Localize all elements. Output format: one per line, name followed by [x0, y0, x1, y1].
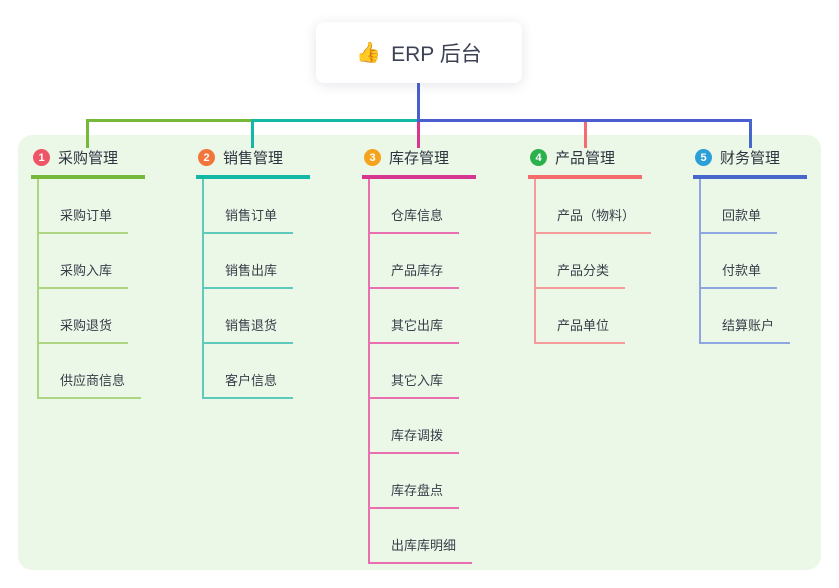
child-node[interactable]: 产品库存: [370, 234, 512, 289]
child-node[interactable]: 付款单: [701, 234, 839, 289]
child-node[interactable]: 采购入库: [39, 234, 181, 289]
child-node[interactable]: 库存调拨: [370, 399, 512, 454]
branch-label: 财务管理: [720, 150, 781, 167]
drop-line-sales: [251, 119, 254, 148]
child-node[interactable]: 客户信息: [204, 344, 346, 399]
branch-label: 库存管理: [389, 150, 450, 167]
child-label: 供应商信息: [39, 370, 142, 399]
child-label: 客户信息: [204, 370, 294, 399]
child-node[interactable]: 仓库信息: [370, 179, 512, 234]
branch-number-badge: 1: [33, 149, 50, 166]
child-label: 出库库明细: [370, 535, 473, 564]
branch-sales: 2 销售管理 销售订单 销售出库 销售退货 客户信息: [196, 147, 346, 399]
root-node[interactable]: 👍 ERP 后台: [316, 22, 522, 83]
drop-line-purchase: [86, 119, 89, 148]
branch-number-badge: 3: [364, 149, 381, 166]
child-label: 产品单位: [536, 315, 626, 344]
child-label: 销售订单: [204, 205, 294, 234]
branch-header-finance[interactable]: 5 财务管理: [693, 147, 807, 179]
child-node[interactable]: 结算账户: [701, 289, 839, 344]
child-label: 采购入库: [39, 260, 129, 289]
branch-children: 回款单 付款单 结算账户: [699, 179, 839, 344]
child-label: 销售出库: [204, 260, 294, 289]
branch-header-product[interactable]: 4 产品管理: [528, 147, 642, 179]
branch-number-badge: 2: [198, 149, 215, 166]
bus-segment-teal: [252, 119, 418, 122]
branch-number-badge: 5: [695, 149, 712, 166]
drop-line-inventory: [417, 122, 420, 148]
drop-line-product: [584, 122, 587, 148]
child-node[interactable]: 回款单: [701, 179, 839, 234]
branch-number-badge: 4: [530, 149, 547, 166]
branch-children: 采购订单 采购入库 采购退货 供应商信息: [37, 179, 181, 399]
branch-children: 销售订单 销售出库 销售退货 客户信息: [202, 179, 346, 399]
branch-purchase: 1 采购管理 采购订单 采购入库 采购退货 供应商信息: [31, 147, 181, 399]
child-label: 付款单: [701, 260, 778, 289]
child-label: 采购订单: [39, 205, 129, 234]
branch-product: 4 产品管理 产品（物料） 产品分类 产品单位: [528, 147, 678, 344]
root-title: ERP 后台: [391, 42, 482, 66]
child-label: 采购退货: [39, 315, 129, 344]
bus-segment-green: [86, 119, 253, 122]
branch-header-purchase[interactable]: 1 采购管理: [31, 147, 145, 179]
drop-line-finance: [749, 119, 752, 148]
child-label: 库存盘点: [370, 480, 460, 509]
canvas-panel: [18, 135, 821, 570]
child-node[interactable]: 采购订单: [39, 179, 181, 234]
child-node[interactable]: 产品（物料）: [536, 179, 678, 234]
child-label: 结算账户: [701, 315, 791, 344]
child-node[interactable]: 其它入库: [370, 344, 512, 399]
branch-children: 仓库信息 产品库存 其它出库 其它入库 库存调拨 库存盘点 出库库明细: [368, 179, 512, 564]
branch-header-inventory[interactable]: 3 库存管理: [362, 147, 476, 179]
child-node[interactable]: 采购退货: [39, 289, 181, 344]
child-node[interactable]: 产品单位: [536, 289, 678, 344]
child-label: 产品库存: [370, 260, 460, 289]
child-label: 其它出库: [370, 315, 460, 344]
child-node[interactable]: 出库库明细: [370, 509, 512, 564]
child-node[interactable]: 销售退货: [204, 289, 346, 344]
thumbs-up-icon: 👍: [356, 42, 382, 64]
child-node[interactable]: 销售出库: [204, 234, 346, 289]
child-label: 回款单: [701, 205, 778, 234]
child-node[interactable]: 销售订单: [204, 179, 346, 234]
child-label: 其它入库: [370, 370, 460, 399]
branch-label: 采购管理: [58, 150, 119, 167]
child-node[interactable]: 产品分类: [536, 234, 678, 289]
branch-label: 产品管理: [555, 150, 616, 167]
bus-segment-blue: [417, 119, 751, 122]
child-label: 产品（物料）: [536, 205, 652, 234]
child-node[interactable]: 库存盘点: [370, 454, 512, 509]
root-stem-line: [417, 83, 420, 121]
child-label: 库存调拨: [370, 425, 460, 454]
child-node[interactable]: 其它出库: [370, 289, 512, 344]
child-label: 产品分类: [536, 260, 626, 289]
branch-finance: 5 财务管理 回款单 付款单 结算账户: [693, 147, 839, 344]
branch-header-sales[interactable]: 2 销售管理: [196, 147, 310, 179]
child-label: 仓库信息: [370, 205, 460, 234]
branch-children: 产品（物料） 产品分类 产品单位: [534, 179, 678, 344]
child-label: 销售退货: [204, 315, 294, 344]
child-node[interactable]: 供应商信息: [39, 344, 181, 399]
branch-inventory: 3 库存管理 仓库信息 产品库存 其它出库 其它入库 库存调拨 库存盘点: [362, 147, 512, 564]
branch-label: 销售管理: [223, 150, 284, 167]
